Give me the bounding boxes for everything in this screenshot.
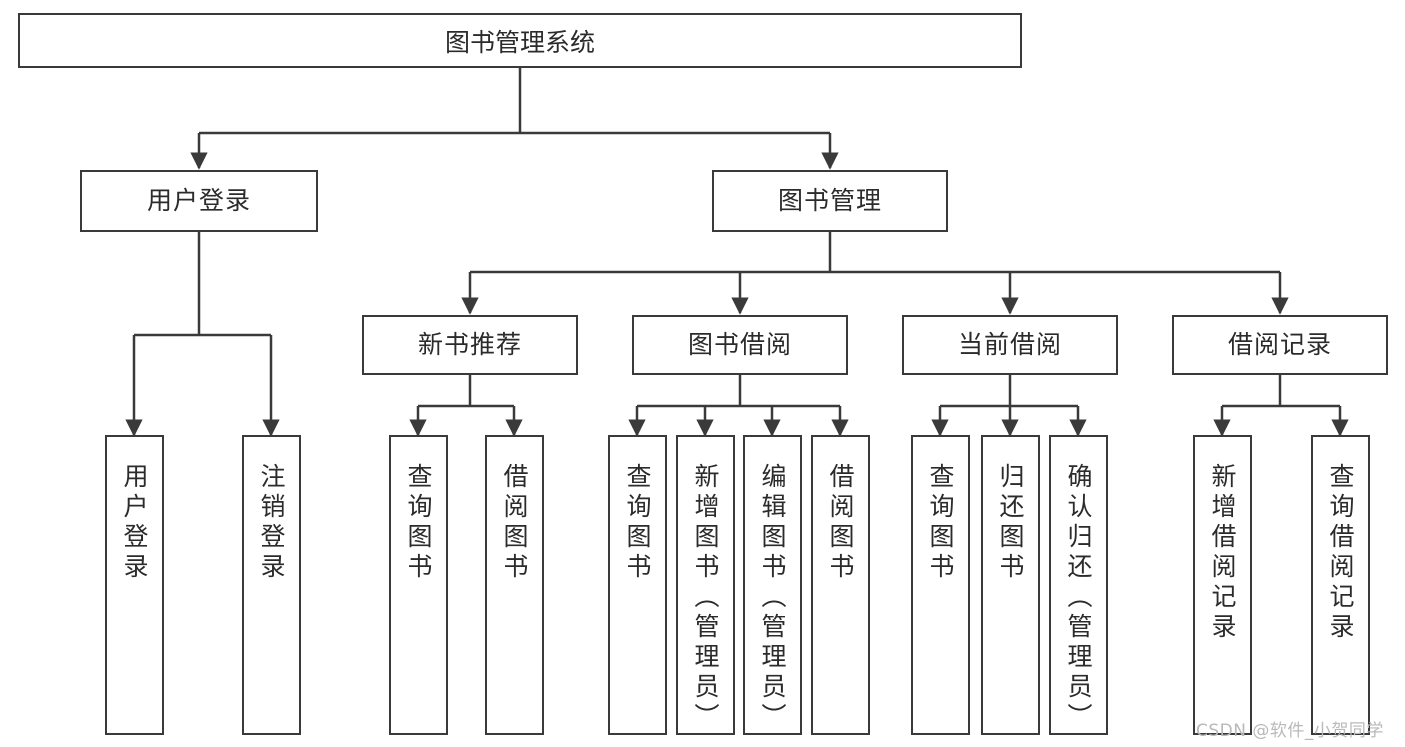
node-label: 查询图书: [623, 463, 652, 583]
leaf-book-borrow-borrow[interactable]: 借阅图书: [811, 435, 870, 735]
node-current-borrow[interactable]: 当前借阅: [902, 315, 1118, 375]
leaf-new-book-query[interactable]: 查询图书: [389, 435, 448, 735]
node-new-book-recommend[interactable]: 新书推荐: [362, 315, 578, 375]
node-label: 图书管理系统: [444, 27, 595, 57]
leaf-borrow-record-query[interactable]: 查询借阅记录: [1311, 435, 1370, 735]
leaf-current-borrow-confirm[interactable]: 确认归还（管理员）: [1049, 435, 1108, 735]
node-book-management[interactable]: 图书管理: [712, 170, 948, 232]
node-label: 图书管理: [777, 186, 882, 216]
leaf-book-borrow-edit[interactable]: 编辑图书（管理员）: [743, 435, 802, 735]
node-user-login[interactable]: 用户登录: [80, 170, 318, 232]
node-label: 借阅图书: [500, 463, 529, 583]
node-label: 查询图书: [404, 463, 433, 583]
leaf-book-borrow-add[interactable]: 新增图书（管理员）: [676, 435, 735, 735]
leaf-user-login-logout[interactable]: 注销登录: [242, 435, 301, 735]
node-label: 借阅记录: [1227, 330, 1332, 360]
node-label: 新增借阅记录: [1208, 463, 1237, 643]
leaf-new-book-borrow[interactable]: 借阅图书: [485, 435, 544, 735]
node-label: 确认归还（管理员）: [1064, 463, 1093, 733]
node-label: 新增图书（管理员）: [691, 463, 720, 733]
node-borrow-record[interactable]: 借阅记录: [1172, 315, 1388, 375]
node-book-borrow[interactable]: 图书借阅: [632, 315, 848, 375]
node-label: 注销登录: [257, 463, 286, 583]
node-label: 用户登录: [146, 186, 251, 216]
node-root-system[interactable]: 图书管理系统: [18, 13, 1022, 68]
leaf-current-borrow-return[interactable]: 归还图书: [981, 435, 1040, 735]
node-label: 查询借阅记录: [1326, 463, 1355, 643]
node-label: 查询图书: [926, 463, 955, 583]
node-label: 编辑图书（管理员）: [758, 463, 787, 733]
node-label: 新书推荐: [417, 330, 522, 360]
node-label: 图书借阅: [687, 330, 792, 360]
leaf-book-borrow-query[interactable]: 查询图书: [608, 435, 667, 735]
node-label: 借阅图书: [826, 463, 855, 583]
leaf-borrow-record-add[interactable]: 新增借阅记录: [1193, 435, 1252, 735]
csdn-watermark: CSDN @软件_小贺同学: [1196, 721, 1384, 741]
leaf-current-borrow-query[interactable]: 查询图书: [911, 435, 970, 735]
node-label: 用户登录: [120, 463, 149, 583]
node-label: 当前借阅: [957, 330, 1062, 360]
node-label: 归还图书: [996, 463, 1025, 583]
leaf-user-login-login[interactable]: 用户登录: [105, 435, 164, 735]
